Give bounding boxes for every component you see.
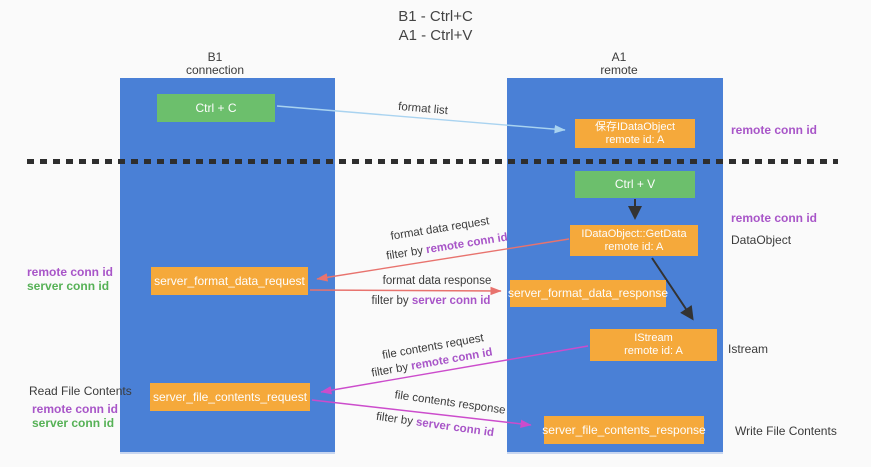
format-data-response-label: format data response — [382, 275, 492, 287]
server-file-contents-response-box: server_file_contents_response — [542, 416, 706, 444]
dashed-divider — [27, 159, 838, 164]
left-column-role: connection — [185, 63, 245, 77]
server-conn-id-text: server conn id — [411, 295, 491, 307]
remote-conn-id-mid-label: remote conn id — [731, 211, 818, 225]
title-line-2: A1 - Ctrl+V — [398, 27, 473, 44]
file-contents-response-label: file contents response — [393, 389, 507, 417]
right-column-name: A1 — [611, 50, 627, 64]
format-list-label: format list — [397, 100, 449, 118]
filter-by-text: filter by — [375, 410, 417, 429]
arrow-format-data-response — [309, 286, 502, 296]
ctrl-v-label: Ctrl + V — [614, 177, 656, 191]
server-conn-id-text: server conn id — [415, 416, 495, 440]
filter-by-text: filter by — [370, 360, 413, 380]
save-dataobject-box: 保存IDataObject remote id: A — [575, 119, 695, 148]
ctrl-c-box: Ctrl + C — [157, 94, 275, 122]
title-line-1: B1 - Ctrl+C — [398, 8, 473, 25]
server-file-contents-response-label: server_file_contents_response — [542, 422, 706, 437]
istream-line1: IStream — [634, 332, 673, 344]
ctrl-v-box: Ctrl + V — [575, 171, 695, 198]
left-server-conn-id-2: server conn id — [32, 416, 115, 430]
file-response-filter-label: filter by server conn id — [375, 411, 494, 439]
left-remote-conn-id-1: remote conn id — [27, 265, 114, 279]
format-response-filter-label: filter by server conn id — [372, 295, 491, 307]
left-remote-conn-id-2: remote conn id — [32, 402, 119, 416]
read-file-contents-label: Read File Contents — [29, 384, 132, 398]
ctrl-c-label: Ctrl + C — [195, 100, 237, 115]
istream-side-label: Istream — [728, 342, 769, 356]
getdata-line2: remote id: A — [604, 240, 664, 253]
server-format-data-request-box: server_format_data_request — [151, 267, 308, 295]
left-column-header: B1 connection — [145, 51, 285, 77]
filter-by-text: filter by — [371, 295, 412, 307]
left-server-conn-id-1: server conn id — [27, 279, 110, 293]
getdata-line1: IDataObject::GetData — [581, 227, 687, 240]
istream-line2: remote id: A — [624, 345, 683, 357]
save-dataobject-line2: remote id: A — [605, 133, 665, 146]
server-file-contents-request-box: server_file_contents_request — [150, 383, 310, 411]
server-file-contents-request-label: server_file_contents_request — [152, 389, 308, 404]
diagram-title: B1 - Ctrl+C A1 - Ctrl+V — [0, 7, 871, 45]
filter-by-text: filter by — [385, 244, 428, 263]
left-column-name: B1 — [207, 50, 223, 64]
getdata-box: IDataObject::GetData remote id: A — [570, 225, 698, 256]
server-format-data-request-label: server_format_data_request — [154, 273, 305, 288]
istream-box: IStream remote id: A — [590, 329, 717, 361]
save-dataobject-line1: 保存IDataObject — [594, 120, 676, 133]
dataobject-label: DataObject — [731, 233, 792, 247]
right-column-role: remote — [600, 63, 638, 77]
remote-conn-id-top-label: remote conn id — [731, 123, 818, 137]
server-format-data-response-box: server_format_data_response — [507, 280, 669, 307]
server-format-data-response-label: server_format_data_response — [507, 286, 669, 300]
right-column-header: A1 remote — [549, 51, 689, 77]
write-file-contents-label: Write File Contents — [735, 424, 837, 438]
